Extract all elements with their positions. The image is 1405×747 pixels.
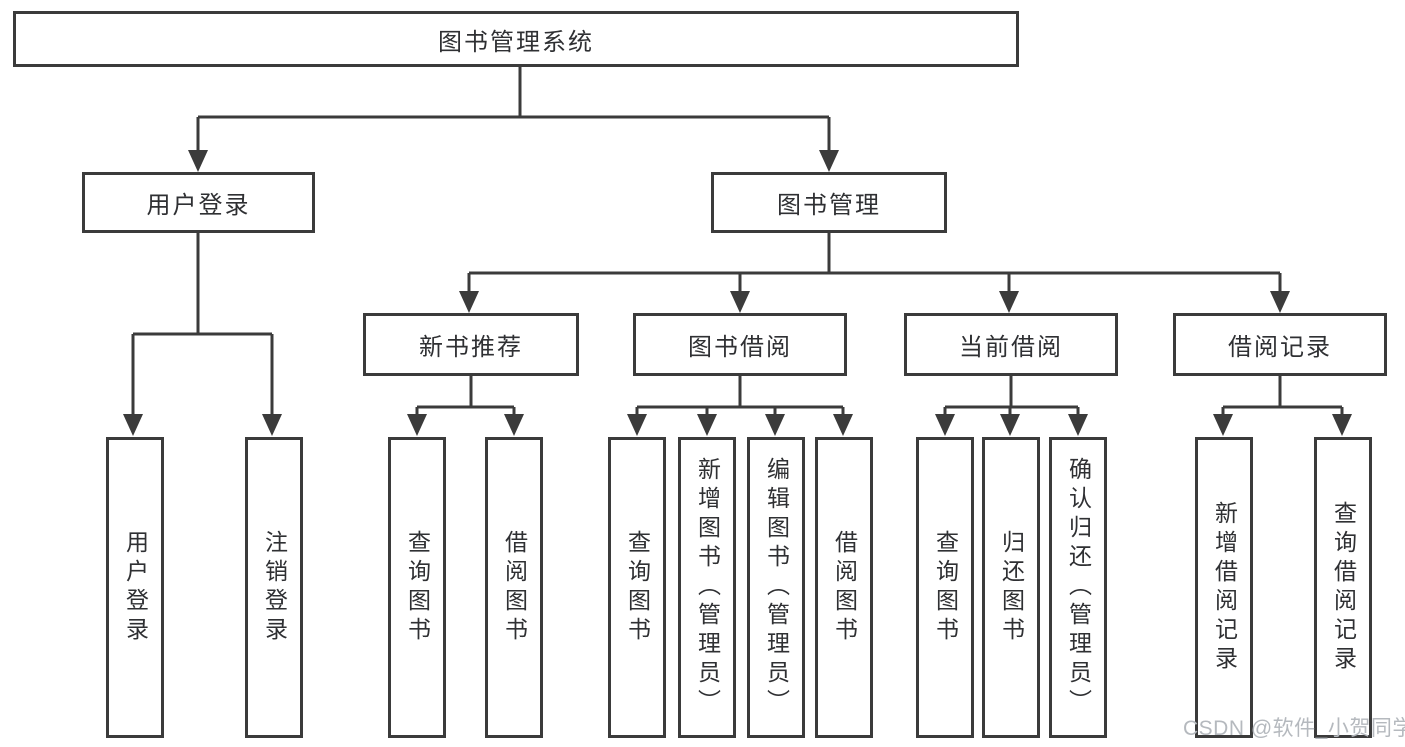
- node-book-borrowing: 图书借阅: [633, 313, 847, 376]
- node-new-book-recommend: 新书推荐: [363, 313, 579, 376]
- node-book-management: 图书管理: [711, 172, 947, 233]
- leaf-newbook-borrow-book: 借阅图书: [485, 437, 543, 738]
- node-root-title: 图书管理系统: [13, 11, 1019, 67]
- leaf-logout: 注销登录: [245, 437, 303, 738]
- node-borrowing-records: 借阅记录: [1173, 313, 1387, 376]
- leaf-current-confirm-return-admin: 确认归还（管理员）: [1049, 437, 1107, 738]
- node-current-borrowing: 当前借阅: [904, 313, 1118, 376]
- leaf-borrowing-borrow-book: 借阅图书: [815, 437, 873, 738]
- leaf-current-query-book: 查询图书: [916, 437, 974, 738]
- leaf-borrowing-edit-book-admin: 编辑图书（管理员）: [747, 437, 805, 738]
- node-user-login: 用户登录: [82, 172, 315, 233]
- leaf-records-query-record: 查询借阅记录: [1314, 437, 1372, 738]
- leaf-user-login: 用户登录: [106, 437, 164, 738]
- leaf-records-add-record: 新增借阅记录: [1195, 437, 1253, 738]
- leaf-current-return-book: 归还图书: [982, 437, 1040, 738]
- arrowhead-icons: [123, 150, 1352, 436]
- csdn-watermark: CSDN @软件_小贺同学: [1183, 717, 1405, 740]
- leaf-borrowing-query-book: 查询图书: [608, 437, 666, 738]
- leaf-newbook-query-book: 查询图书: [388, 437, 446, 738]
- leaf-borrowing-add-book-admin: 新增图书（管理员）: [678, 437, 736, 738]
